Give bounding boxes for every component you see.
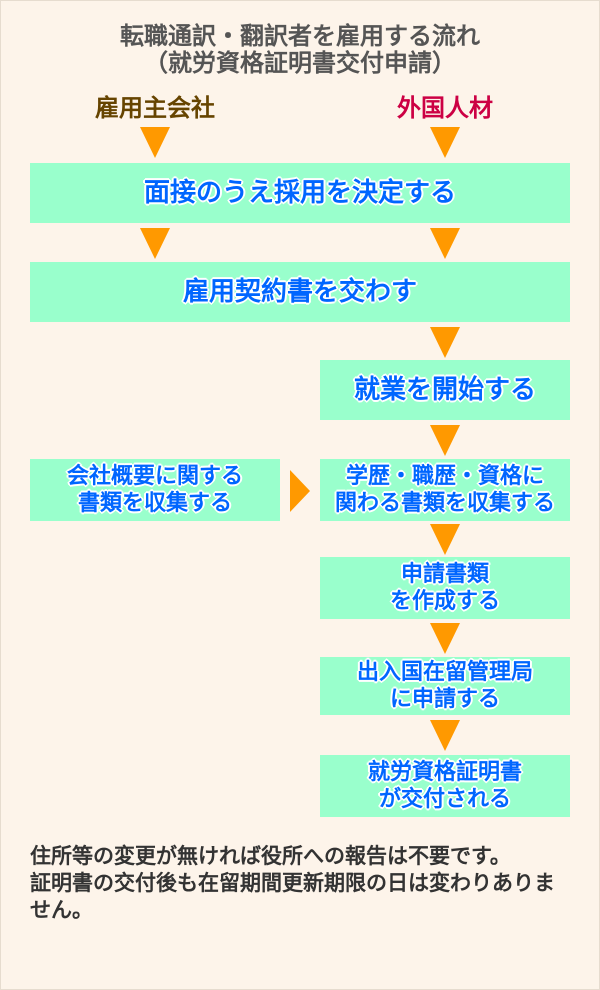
step-text: 就労資格証明書 (367, 760, 522, 785)
step-text: 就業を開始する (353, 374, 536, 405)
footer-note: 住所等の変更が無ければ役所への報告は不要です。 証明書の交付後も在留期間更新期限… (30, 843, 570, 924)
arrow-down-icon (430, 127, 460, 158)
step-text: 学歴・職歴・資格に (345, 464, 544, 489)
step-certificate-issued: 就労資格証明書 が交付される (320, 755, 570, 817)
arrow-down-icon (430, 623, 460, 654)
step-company-docs: 会社概要に関する 書類を収集する (30, 459, 280, 521)
note-line1: 住所等の変更が無ければ役所への報告は不要です。 (30, 844, 511, 868)
step-text: 関わる書類を収集する (334, 491, 555, 516)
step-text: 雇用契約書を交わす (182, 276, 417, 307)
step-apply-immigration: 出入国在留管理局 に申請する (320, 657, 570, 715)
step-text: を作成する (389, 589, 500, 614)
step-text: 申請書類 (400, 562, 489, 587)
step-prepare-application: 申請書類 を作成する (320, 557, 570, 619)
step-text: 会社概要に関する (66, 464, 243, 489)
step-text: 面接のうえ採用を決定する (143, 177, 456, 208)
step-text: に申請する (389, 687, 500, 712)
step-text: 出入国在留管理局 (356, 660, 533, 685)
step-decide-hiring: 面接のうえ採用を決定する (30, 163, 570, 223)
step-contract: 雇用契約書を交わす (30, 262, 570, 322)
title-line2: （就労資格証明書交付申請） (144, 49, 456, 77)
arrow-down-icon (430, 228, 460, 259)
foreigner-label: 外国人材 (397, 94, 493, 122)
arrow-right-icon (290, 470, 310, 512)
arrow-down-icon (430, 524, 460, 555)
arrow-down-icon (430, 425, 460, 456)
arrow-down-icon (140, 127, 170, 158)
step-personal-docs: 学歴・職歴・資格に 関わる書類を収集する (320, 459, 570, 521)
step-text: 書類を収集する (77, 491, 232, 516)
employer-label: 雇用主会社 (95, 94, 215, 122)
arrow-down-icon (430, 327, 460, 358)
title-line1: 転職通訳・翻訳者を雇用する流れ (120, 22, 480, 50)
arrow-down-icon (140, 228, 170, 259)
step-text: が交付される (378, 787, 511, 812)
step-start-work: 就業を開始する (320, 360, 570, 420)
arrow-down-icon (430, 720, 460, 751)
note-line2: 証明書の交付後も在留期間更新期限の日は変わりありません。 (30, 871, 555, 922)
